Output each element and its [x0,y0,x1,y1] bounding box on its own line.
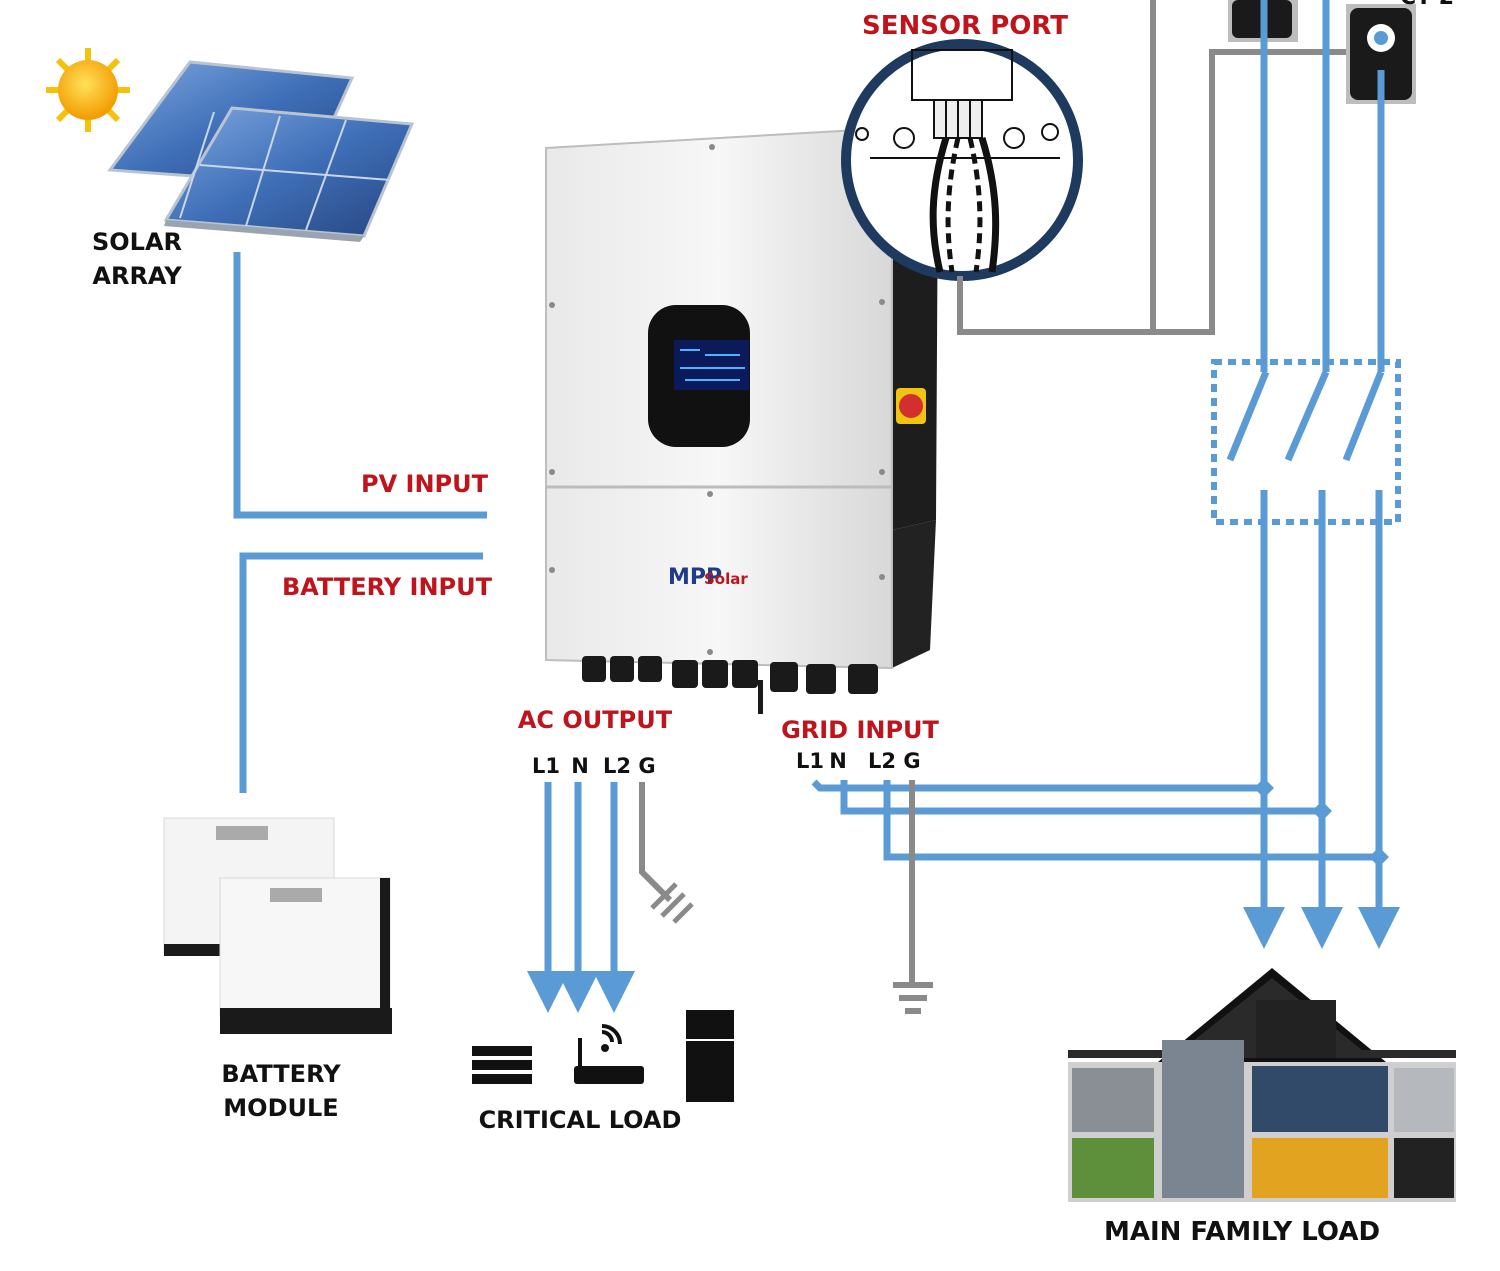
ac-terminal-l2: L2 [603,754,631,778]
inverter-icon: MPP Solar [545,126,938,714]
chassis-ground-icon [650,882,694,924]
battery-input-wire [239,552,483,793]
house-icon [1068,968,1456,1202]
server-rack-icon [472,1046,532,1084]
main-family-load-label: MAIN FAMILY LOAD [1104,1217,1380,1247]
battery-module-label-line1: BATTERY [221,1060,341,1088]
brand-logo-solar: Solar [704,570,748,588]
grid-terminal-l2: L2 [868,749,896,773]
grid-wire-n [840,780,1322,815]
grid-terminal-l1: L1 [796,749,824,773]
grid-wire-l1 [811,779,1264,792]
ct-label: CT 2 [1400,0,1454,10]
ac-terminal-n: N [571,754,589,778]
pv-input-label: PV INPUT [361,470,489,498]
solar-array-label-line1: SOLAR [92,228,182,256]
grid-input-terminals: L1 N L2 G [796,749,921,773]
ac-output-terminals: L1 N L2 G [532,754,656,778]
ac-output-label: AC OUTPUT [518,706,673,734]
brand-logo: MPP [668,565,722,590]
sun-icon [46,48,130,132]
sensor-port-label: SENSOR PORT [862,11,1068,41]
solar-panel-icon [107,60,415,242]
grid-input-label: GRID INPUT [781,716,939,744]
critical-load-label: CRITICAL LOAD [479,1106,682,1134]
ac-terminal-g: G [638,754,655,778]
refrigerator-icon [686,1010,734,1102]
grid-wire-l2 [883,780,1379,861]
solar-array-label-line2: ARRAY [92,262,182,290]
ct-wire-2 [957,49,1350,335]
grid-terminal-g: G [903,749,920,773]
ground-icon [893,982,933,1014]
battery-module-icon [163,817,392,1034]
battery-input-label: BATTERY INPUT [282,573,493,601]
grid-terminal-n: N [829,749,847,773]
pv-input-wire [233,252,487,519]
battery-module-label-line2: MODULE [223,1094,338,1122]
wifi-router-icon [574,1024,644,1084]
breaker-switch-icon [1211,359,1401,525]
sensor-port-zoom [841,39,1083,281]
ac-ground-wire [639,782,673,903]
solar-array: SOLAR ARRAY [46,48,415,290]
ac-terminal-l1: L1 [532,754,560,778]
